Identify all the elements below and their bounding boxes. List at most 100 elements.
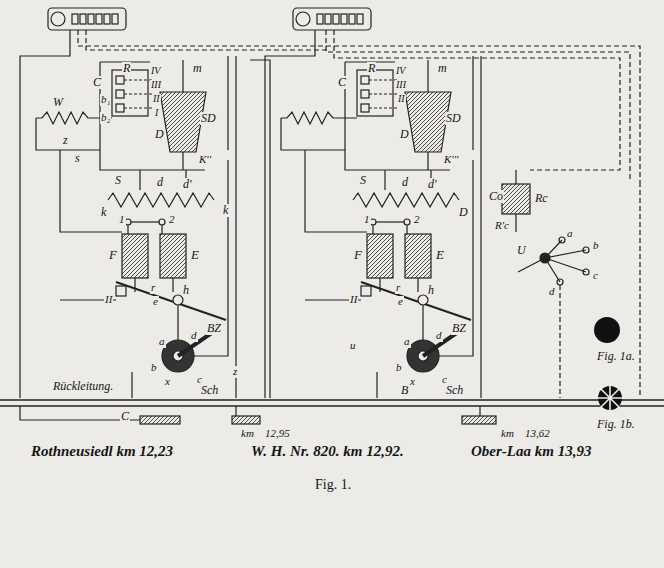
signal-unit — [20, 8, 236, 398]
part-label: z — [62, 134, 69, 147]
part-label: D — [458, 206, 469, 219]
part-label: 13,62 — [524, 428, 551, 440]
part-label: R — [122, 62, 131, 75]
drawing-part — [326, 30, 630, 182]
signal-arm — [48, 8, 126, 30]
wire — [235, 56, 236, 398]
part-label: IV — [150, 66, 161, 77]
part-label: d' — [427, 178, 438, 191]
part-label: W — [52, 96, 64, 109]
part-label: I — [154, 108, 159, 119]
part-label: k — [100, 206, 107, 219]
drawing-part — [104, 14, 110, 24]
drawing-part — [583, 247, 589, 253]
coil — [502, 184, 530, 214]
part-label: F — [353, 248, 363, 262]
part-label: x — [164, 376, 171, 388]
part-label: x — [409, 376, 416, 388]
wire — [140, 170, 186, 190]
drawing-part — [515, 170, 516, 232]
part-label: Co — [488, 190, 504, 203]
station-name: Ober-Laa km 13,93 — [470, 444, 592, 460]
ground-plate — [232, 416, 260, 424]
part-label: h — [427, 284, 435, 297]
figure-caption: Fig. 1. — [314, 478, 352, 493]
drawing-part — [96, 14, 102, 24]
part-label: c — [592, 270, 599, 282]
black-disc — [594, 317, 620, 343]
drawing-part — [86, 30, 330, 50]
part-label: C — [92, 76, 102, 89]
spoked-disc — [598, 386, 622, 410]
part-label: Fig. 1b. — [596, 418, 636, 431]
part-label: d — [156, 176, 164, 189]
part-label: II — [104, 294, 113, 306]
part-label: Fig. 1a. — [596, 350, 636, 363]
part-label: SD — [200, 112, 217, 125]
part-label: b — [395, 362, 403, 374]
part-label: s — [74, 152, 81, 165]
part-label: a — [403, 336, 411, 348]
part-label: S — [114, 174, 122, 187]
drawing-part — [131, 221, 159, 222]
part-label: 1 — [118, 214, 126, 226]
drawing-part — [583, 269, 589, 275]
part-label: F — [108, 248, 118, 262]
wire — [60, 300, 178, 340]
part-label: II — [349, 294, 358, 306]
drawing-part — [250, 60, 270, 398]
resistor — [36, 112, 112, 124]
wire — [60, 150, 162, 234]
part-label: 2 — [168, 214, 176, 226]
part-label: b₂ — [100, 112, 111, 124]
part-label: II — [397, 94, 406, 105]
part-label: r — [395, 282, 401, 294]
part-label: a — [566, 228, 574, 240]
drawing-part — [78, 30, 640, 182]
part-label: k — [222, 204, 229, 217]
rail — [0, 400, 664, 406]
wire — [182, 60, 183, 170]
drawing-part — [72, 14, 78, 24]
part-label: b₁ — [100, 94, 111, 106]
spring — [108, 193, 214, 207]
contact-block — [112, 70, 148, 116]
part-label: Sch — [445, 384, 464, 397]
part-label: C — [120, 410, 130, 423]
wire — [131, 372, 132, 398]
part-label: II — [152, 94, 161, 105]
part-label: BZ — [451, 322, 467, 335]
part-label: E — [190, 248, 200, 262]
ground-plate — [462, 416, 496, 424]
ground-plate — [140, 416, 180, 424]
part-label: b — [150, 362, 158, 374]
wiring — [0, 30, 664, 424]
part-label: III — [395, 80, 407, 91]
drawing-part — [124, 80, 152, 108]
part-label: u — [349, 340, 357, 352]
part-label: Rückleitung. — [52, 380, 114, 393]
drawing-part — [116, 76, 124, 84]
part-label: z — [232, 366, 238, 378]
drawing-part — [557, 279, 563, 285]
drawing-part — [518, 240, 586, 282]
drawing-part — [334, 30, 620, 170]
part-label: e — [152, 296, 159, 308]
part-label: r — [150, 282, 156, 294]
part-label: U — [516, 244, 527, 257]
part-label: d — [401, 176, 409, 189]
part-label: km — [500, 428, 515, 440]
part-label: km — [240, 428, 255, 440]
part-label: K''' — [443, 154, 459, 166]
part-label: d — [548, 286, 556, 298]
wire — [20, 30, 70, 398]
part-label: a — [158, 336, 166, 348]
part-label: 2 — [413, 214, 421, 226]
part-label: D — [154, 128, 165, 141]
wire — [36, 118, 100, 150]
signal-unit-copy — [265, 8, 481, 398]
part-label: B — [400, 384, 409, 397]
part-label: h — [182, 284, 190, 297]
part-label: d' — [182, 178, 193, 191]
part-label: III — [150, 80, 162, 91]
